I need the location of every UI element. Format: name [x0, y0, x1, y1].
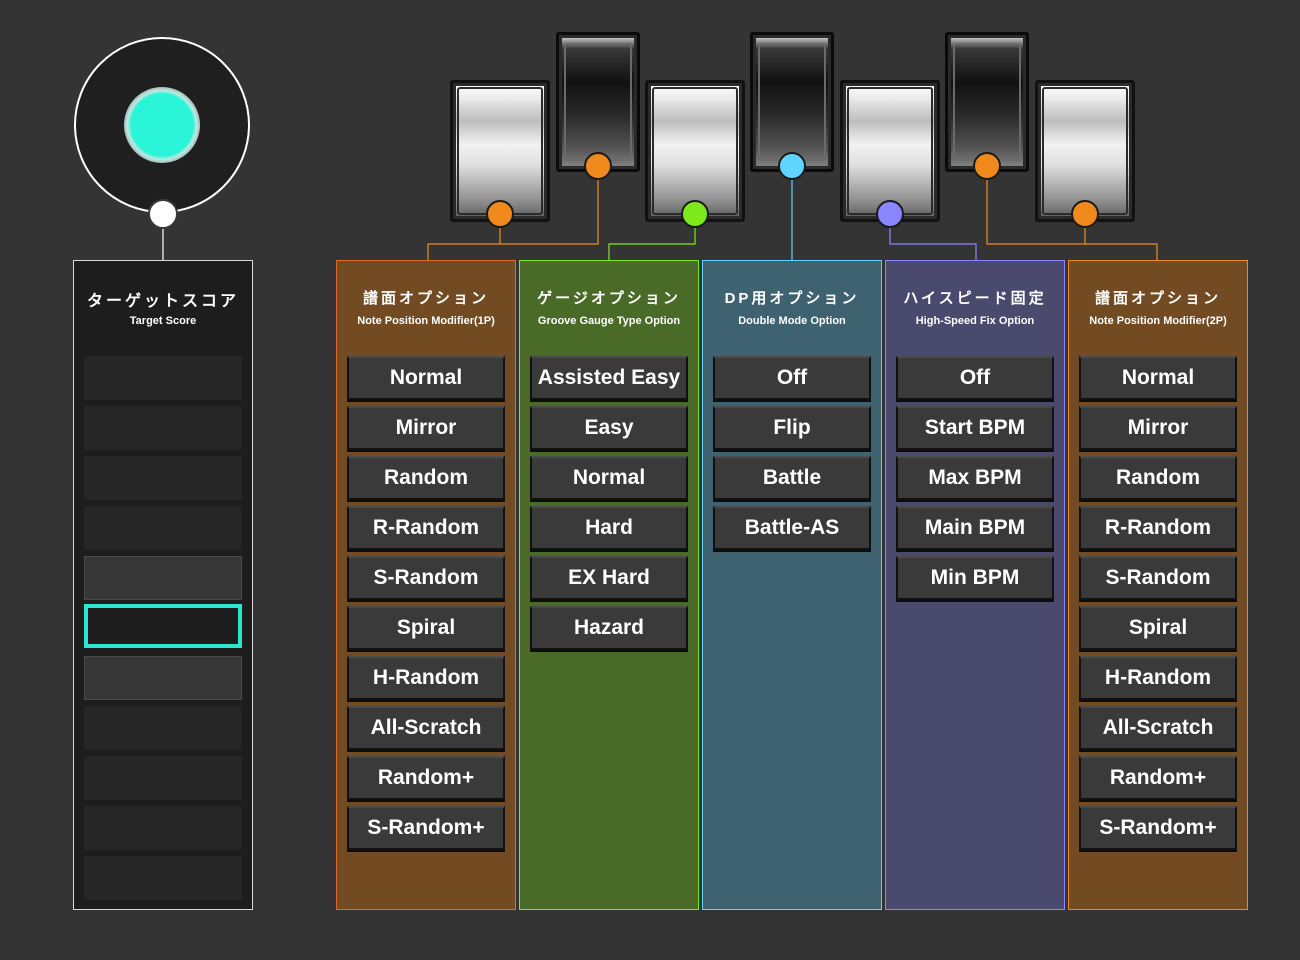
- key-1-dot-icon: [486, 200, 514, 228]
- target-slot-selected[interactable]: [84, 604, 242, 648]
- target-slot[interactable]: [84, 506, 242, 550]
- key-6-black[interactable]: [945, 32, 1029, 172]
- option-normal[interactable]: Normal: [530, 456, 688, 500]
- option-easy[interactable]: Easy: [530, 406, 688, 450]
- option-random-plus[interactable]: Random+: [1079, 756, 1237, 800]
- option-normal[interactable]: Normal: [1079, 356, 1237, 400]
- panel-title: ゲージオプション: [537, 290, 681, 307]
- option-h-random[interactable]: H-Random: [1079, 656, 1237, 700]
- col4-connector: [889, 214, 977, 261]
- target-score-panel: ターゲットスコア Target Score: [73, 260, 253, 910]
- target-slot[interactable]: [84, 456, 242, 500]
- option-hard[interactable]: Hard: [530, 506, 688, 550]
- option-random[interactable]: Random: [347, 456, 505, 500]
- option-off[interactable]: Off: [896, 356, 1054, 400]
- note-position-1p-panel: 譜面オプション Note Position Modifier(1P) Norma…: [336, 260, 516, 910]
- col5-connector-a: [986, 166, 1158, 261]
- panel-title: ハイスピード固定: [903, 290, 1047, 307]
- option-random[interactable]: Random: [1079, 456, 1237, 500]
- panel-subtitle: Groove Gauge Type Option: [537, 315, 681, 327]
- key-3-dot-icon: [681, 200, 709, 228]
- col1-connector-b: [500, 166, 599, 245]
- option-spiral[interactable]: Spiral: [1079, 606, 1237, 650]
- option-battle-as[interactable]: Battle-AS: [713, 506, 871, 550]
- key-2-dot-icon: [584, 152, 612, 180]
- turntable-dot-icon: [148, 199, 178, 229]
- option-max-bpm[interactable]: Max BPM: [896, 456, 1054, 500]
- col2-connector: [608, 214, 696, 261]
- option-s-random-plus[interactable]: S-Random+: [1079, 806, 1237, 850]
- option-r-random[interactable]: R-Random: [1079, 506, 1237, 550]
- option-random-plus[interactable]: Random+: [347, 756, 505, 800]
- panel-subtitle: Note Position Modifier(1P): [357, 315, 495, 327]
- key-7-dot-icon: [1071, 200, 1099, 228]
- target-slot[interactable]: [84, 756, 242, 800]
- option-mirror[interactable]: Mirror: [347, 406, 505, 450]
- target-slot[interactable]: [84, 706, 242, 750]
- option-main-bpm[interactable]: Main BPM: [896, 506, 1054, 550]
- panel-subtitle: Double Mode Option: [738, 315, 846, 327]
- option-min-bpm[interactable]: Min BPM: [896, 556, 1054, 600]
- option-hazard[interactable]: Hazard: [530, 606, 688, 650]
- panel-subtitle: High-Speed Fix Option: [915, 315, 1035, 327]
- turntable[interactable]: [74, 37, 250, 213]
- option-ex-hard[interactable]: EX Hard: [530, 556, 688, 600]
- option-normal[interactable]: Normal: [347, 356, 505, 400]
- panel-title: 譜面オプション: [1094, 290, 1221, 307]
- option-h-random[interactable]: H-Random: [347, 656, 505, 700]
- option-s-random-plus[interactable]: S-Random+: [347, 806, 505, 850]
- key-4-dot-icon: [778, 152, 806, 180]
- option-r-random[interactable]: R-Random: [347, 506, 505, 550]
- panel-title: 譜面オプション: [362, 290, 489, 307]
- target-slot[interactable]: [84, 856, 242, 900]
- col1-connector-a: [427, 214, 501, 261]
- key-6-dot-icon: [973, 152, 1001, 180]
- option-s-random[interactable]: S-Random: [347, 556, 505, 600]
- target-slot[interactable]: [84, 406, 242, 450]
- key-4-black[interactable]: [750, 32, 834, 172]
- key-1-white[interactable]: [450, 80, 550, 222]
- panel-title: DP用オプション: [724, 290, 860, 307]
- option-s-random[interactable]: S-Random: [1079, 556, 1237, 600]
- key-2-black[interactable]: [556, 32, 640, 172]
- turntable-disc-icon: [124, 87, 200, 163]
- option-spiral[interactable]: Spiral: [347, 606, 505, 650]
- groove-gauge-panel: ゲージオプション Groove Gauge Type Option Assist…: [519, 260, 699, 910]
- option-mirror[interactable]: Mirror: [1079, 406, 1237, 450]
- option-all-scratch[interactable]: All-Scratch: [347, 706, 505, 750]
- option-off[interactable]: Off: [713, 356, 871, 400]
- target-slot[interactable]: [84, 806, 242, 850]
- option-flip[interactable]: Flip: [713, 406, 871, 450]
- target-slot[interactable]: [84, 556, 242, 600]
- target-slot[interactable]: [84, 356, 242, 400]
- target-slot[interactable]: [84, 656, 242, 700]
- key-5-dot-icon: [876, 200, 904, 228]
- target-score-title: ターゲットスコア: [86, 293, 239, 310]
- note-position-2p-panel: 譜面オプション Note Position Modifier(2P) Norma…: [1068, 260, 1248, 910]
- option-assisted-easy[interactable]: Assisted Easy: [530, 356, 688, 400]
- option-all-scratch[interactable]: All-Scratch: [1079, 706, 1237, 750]
- panel-subtitle: Note Position Modifier(2P): [1089, 315, 1227, 327]
- option-battle[interactable]: Battle: [713, 456, 871, 500]
- high-speed-fix-panel: ハイスピード固定 High-Speed Fix Option Off Start…: [885, 260, 1065, 910]
- double-mode-panel: DP用オプション Double Mode Option Off Flip Bat…: [702, 260, 882, 910]
- target-score-subtitle: Target Score: [129, 315, 197, 327]
- option-start-bpm[interactable]: Start BPM: [896, 406, 1054, 450]
